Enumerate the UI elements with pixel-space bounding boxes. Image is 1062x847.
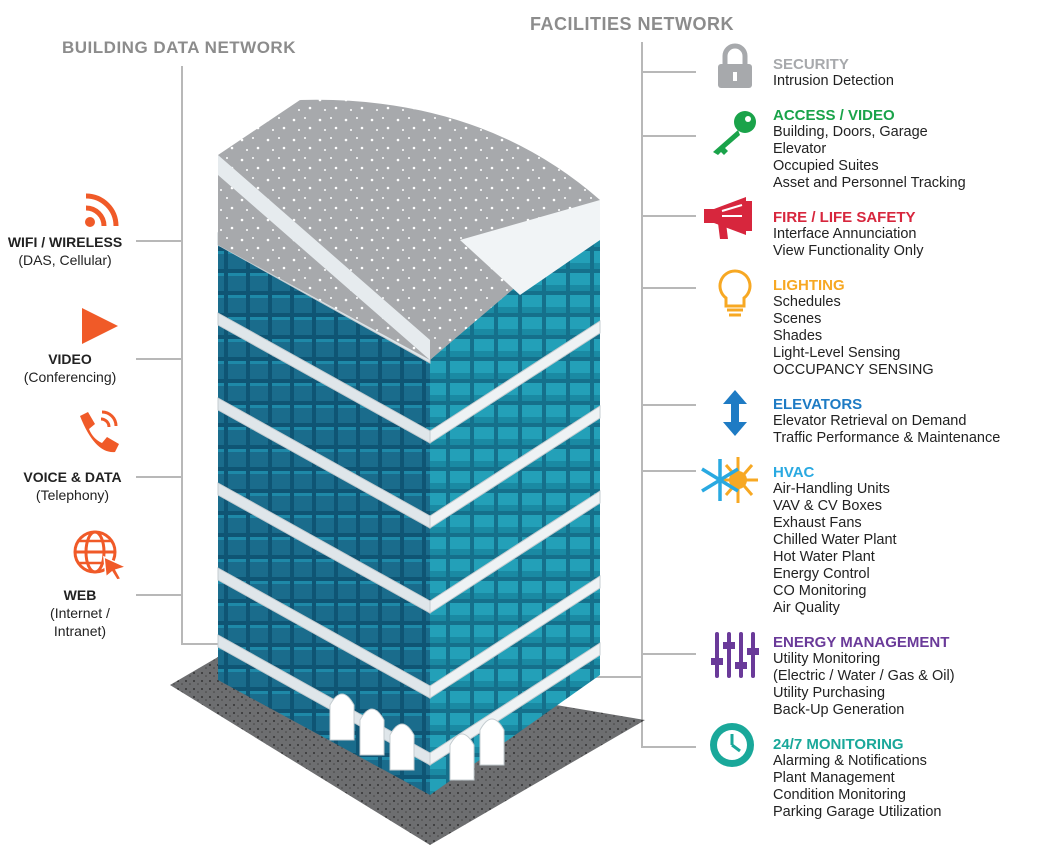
facility-energy-management: ENERGY MANAGEMENT Utility Monitoring (El… [773,634,955,719]
left-item-sub: (Telephony) [35,487,110,503]
left-item-sub: (DAS, Cellular) [18,252,112,268]
facility-title: HVAC [773,464,815,481]
facility-line: Energy Control [773,566,870,582]
facility-title: 24/7 MONITORING [773,736,904,753]
facility-line: Plant Management [773,770,895,786]
right-branch-monitoring [641,746,696,748]
facility-line: Utility Monitoring [773,651,881,667]
facility-line: Asset and Personnel Tracking [773,175,966,191]
facility-line: VAV & CV Boxes [773,498,883,514]
facility-line: Intrusion Detection [773,73,894,89]
facility-line: Shades [773,328,823,344]
lightbulb-icon [718,269,752,317]
facility-line: Chilled Water Plant [773,532,897,548]
left-branch-voice [136,476,182,478]
left-trunk-line [181,66,183,644]
facility-line: CO Monitoring [773,583,867,599]
facility-line: Light-Level Sensing [773,345,901,361]
facility-line: Schedules [773,294,841,310]
right-branch-access [641,135,696,137]
facility-title: SECURITY [773,56,849,73]
facility-elevators: ELEVATORS Elevator Retrieval on Demand T… [773,396,1000,447]
right-to-building-line [595,676,642,678]
facility-line: Occupied Suites [773,158,879,174]
facility-line: Elevator [773,141,827,157]
left-item-title: VOICE & DATA [23,469,122,485]
facility-title: ACCESS / VIDEO [773,107,895,124]
facility-fire-life-safety: FIRE / LIFE SAFETY Interface Annunciatio… [773,209,923,260]
sliders-icon [711,632,759,678]
megaphone-icon [704,197,752,239]
facility-line: Scenes [773,311,822,327]
snowflake-sun-icon [701,457,758,503]
facility-line: View Functionality Only [773,243,924,259]
left-branch-web [136,594,182,596]
facility-access-video: ACCESS / VIDEO Building, Doors, Garage E… [773,107,966,192]
facility-line: Elevator Retrieval on Demand [773,413,967,429]
right-branch-security [641,71,696,73]
right-trunk-line [641,42,643,748]
facility-line: Air-Handling Units [773,481,890,497]
facility-monitoring: 24/7 MONITORING Alarming & Notifications… [773,736,941,821]
facility-title: ENERGY MANAGEMENT [773,634,950,651]
facility-line: Parking Garage Utilization [773,804,942,820]
facility-line: (Electric / Water / Gas & Oil) [773,668,955,684]
building-data-network-heading: BUILDING DATA NETWORK [62,38,296,57]
wifi-icon [85,193,119,227]
facility-line: Alarming & Notifications [773,753,927,769]
facility-title: ELEVATORS [773,396,863,413]
facility-lighting: LIGHTING Schedules Scenes Shades Light-L… [773,277,934,379]
facility-title: LIGHTING [773,277,845,294]
right-branch-hvac [641,470,696,472]
right-branch-energy [641,653,696,655]
facility-line: Condition Monitoring [773,787,906,803]
left-item-title: VIDEO [48,351,92,367]
building-illustration [170,99,645,845]
facility-security: SECURITY Intrusion Detection [773,56,894,90]
left-to-building-line [181,643,241,645]
right-branch-elevators [641,404,696,406]
left-item-title: WIFI / WIRELESS [7,234,123,250]
facility-line: Back-Up Generation [773,702,905,718]
left-item-title: WEB [63,587,97,603]
phone-icon [80,410,119,453]
up-down-arrow-icon [723,390,747,436]
facility-line: Hot Water Plant [773,549,875,565]
right-branch-fire [641,215,696,217]
globe-cursor-icon [73,530,128,581]
facility-line: OCCUPANCY SENSING [773,362,934,378]
facility-line: Air Quality [773,600,840,616]
facility-line: Exhaust Fans [773,515,862,531]
facility-line: Building, Doors, Garage [773,124,928,140]
facility-hvac: HVAC Air-Handling Units VAV & CV Boxes E… [773,464,897,617]
left-branch-video [136,358,182,360]
facility-line: Utility Purchasing [773,685,886,701]
left-item-sub2: Intranet) [53,623,107,639]
left-item-sub: (Internet / [50,605,110,621]
facility-line: Interface Annunciation [773,226,917,242]
left-item-sub: (Conferencing) [23,369,117,385]
lock-icon [718,43,752,88]
facilities-network-heading: FACILITIES NETWORK [530,14,734,34]
facility-line: Traffic Performance & Maintenance [773,430,1001,446]
clock-icon [710,723,754,767]
right-branch-lighting [641,287,696,289]
play-icon [82,308,118,344]
facility-title: FIRE / LIFE SAFETY [773,209,916,226]
key-icon [713,111,756,155]
left-branch-wifi [136,240,182,242]
